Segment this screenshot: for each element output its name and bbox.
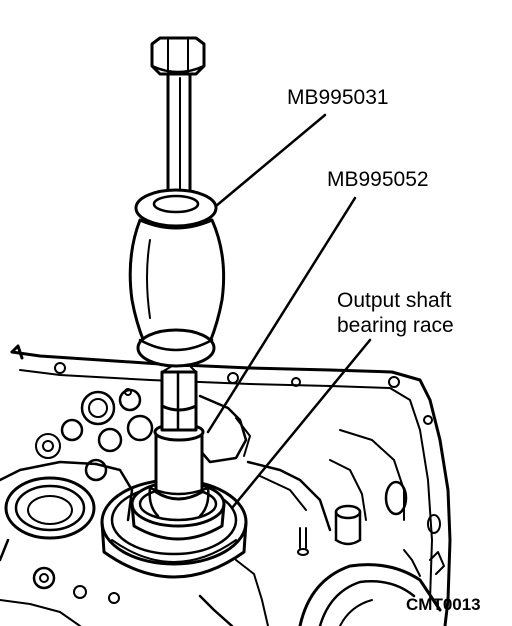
puller-adapter-mb995052: [148, 365, 210, 518]
label-part-line-1: Output shaft: [337, 289, 452, 312]
leader-lines: [206, 113, 372, 510]
dowel-pin: [334, 504, 362, 546]
figure-code: CMT0013: [406, 595, 481, 614]
fluid-passage-holes: [35, 388, 154, 482]
label-part-line-2: bearing race: [337, 314, 454, 337]
label-tool-mb995052: MB995052: [327, 168, 429, 191]
slide-hammer-mb995031: [128, 36, 226, 368]
transmission-case: [0, 344, 452, 626]
lower-left-bore: [0, 476, 96, 562]
label-tool-mb995031: MB995031: [287, 86, 389, 109]
lower-right-housing: [298, 563, 442, 626]
